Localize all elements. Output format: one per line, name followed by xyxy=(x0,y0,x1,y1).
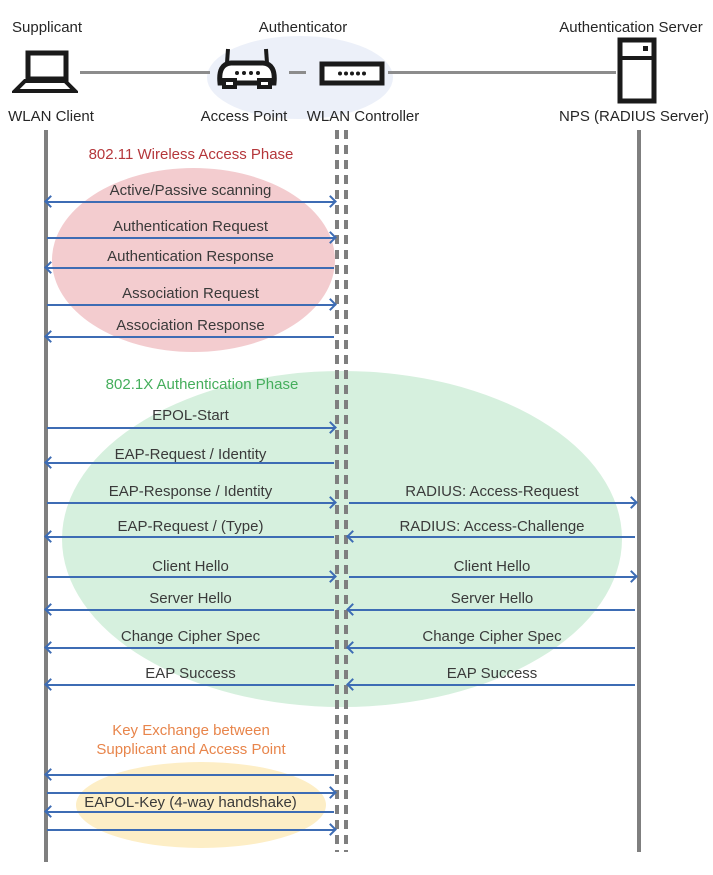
message-label: EPOL-Start xyxy=(152,407,229,424)
lifeline-wlan-controller-left xyxy=(335,130,339,852)
message-label: EAPOL-Key (4-way handshake) xyxy=(84,794,297,811)
role-supplicant: Supplicant xyxy=(12,19,83,36)
message-label: Change Cipher Spec xyxy=(120,628,261,645)
role-authentication-server: Authentication Server xyxy=(559,19,703,36)
lifeline-wlan-client xyxy=(44,130,48,862)
message-label: RADIUS: Access-Request xyxy=(405,483,579,500)
message-arrow xyxy=(47,267,334,269)
message-arrow xyxy=(349,684,635,686)
message-arrow xyxy=(349,576,635,578)
message-label: Active/Passive scanning xyxy=(109,182,272,199)
connector-client-ap xyxy=(80,71,210,74)
lifeline-nps-server xyxy=(637,130,641,852)
phase3-ellipse xyxy=(76,762,326,848)
message-arrow xyxy=(47,684,334,686)
message-label: EAP-Request / (Type) xyxy=(117,518,264,535)
message-arrow xyxy=(47,336,334,338)
message-label: Client Hello xyxy=(152,558,229,575)
access-point-icon xyxy=(215,47,279,91)
lifeline-wlan-controller-right xyxy=(344,130,348,852)
message-label: EAP-Response / Identity xyxy=(108,483,273,500)
phase3-title-line1: Key Exchange between xyxy=(112,722,270,739)
caption-nps-server: NPS (RADIUS Server) xyxy=(558,108,710,125)
message-label: Association Request xyxy=(122,285,259,302)
message-label: EAP-Request / Identity xyxy=(114,446,267,463)
message-arrow xyxy=(47,462,334,464)
message-label: RADIUS: Access-Challenge xyxy=(399,518,585,535)
message-label: Association Response xyxy=(116,317,265,334)
message-arrow xyxy=(47,502,334,504)
connector-ap-controller xyxy=(289,71,306,74)
message-arrow xyxy=(47,536,334,538)
message-arrow xyxy=(349,502,635,504)
message-label: Authentication Request xyxy=(112,218,269,235)
phase1-ellipse xyxy=(52,168,335,352)
message-label: Server Hello xyxy=(149,590,232,607)
message-arrow xyxy=(47,576,334,578)
message-arrow xyxy=(47,774,334,776)
connector-controller-server xyxy=(388,71,616,74)
message-arrow xyxy=(47,609,334,611)
message-arrow xyxy=(47,304,334,306)
caption-wlan-client: WLAN Client xyxy=(8,108,94,125)
caption-access-point: Access Point xyxy=(200,108,288,125)
message-label: Authentication Response xyxy=(107,248,274,265)
message-arrow xyxy=(47,811,334,813)
message-label: Server Hello xyxy=(450,590,534,607)
message-arrow xyxy=(47,237,334,239)
message-arrow xyxy=(47,427,334,429)
phase3-title-line2: Supplicant and Access Point xyxy=(96,741,286,758)
message-arrow xyxy=(349,609,635,611)
message-label: EAP Success xyxy=(145,665,236,682)
laptop-icon xyxy=(10,50,80,94)
message-arrow xyxy=(47,201,334,203)
server-icon xyxy=(617,37,657,104)
role-authenticator: Authenticator xyxy=(258,19,348,36)
phase2-title: 802.1X Authentication Phase xyxy=(105,376,299,393)
message-arrow xyxy=(349,647,635,649)
message-label: EAP Success xyxy=(446,665,538,682)
message-arrow xyxy=(47,647,334,649)
wlan-controller-icon xyxy=(319,61,385,86)
message-arrow xyxy=(47,792,334,794)
message-label: Client Hello xyxy=(453,558,531,575)
message-arrow xyxy=(47,829,334,831)
message-label: Change Cipher Spec xyxy=(422,628,562,645)
message-arrow xyxy=(349,536,635,538)
phase1-title: 802.11 Wireless Access Phase xyxy=(88,146,294,163)
caption-wlan-controller: WLAN Controller xyxy=(306,108,420,125)
